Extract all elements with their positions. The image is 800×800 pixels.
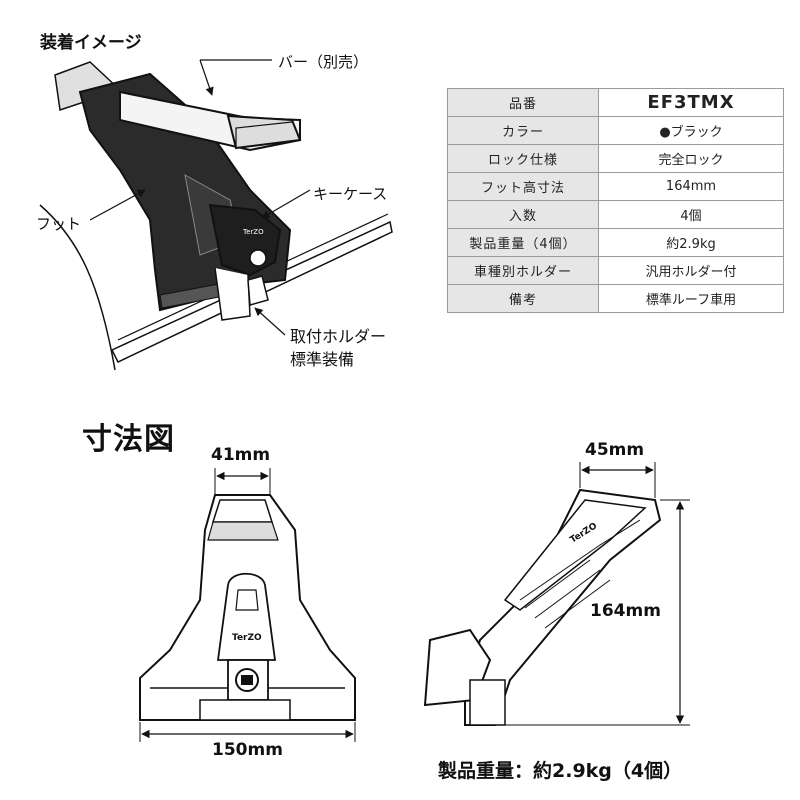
- spec-value: 164mm: [598, 172, 784, 201]
- side-top-width-label: 45mm: [585, 440, 645, 460]
- side-dimension-lines: [505, 462, 690, 726]
- spec-label: フット高寸法: [447, 172, 599, 201]
- key-case-callout: キーケース: [313, 185, 388, 203]
- bar-callout: バー（別売）: [278, 53, 369, 71]
- table-row: 製品重量（4個）約2.9kg: [447, 228, 784, 257]
- dimensions-title: 寸法図: [82, 422, 175, 457]
- roof-bar: [119, 90, 302, 152]
- holder-callout-line1: 取付ホルダー: [290, 327, 387, 346]
- table-row: ロック仕様完全ロック: [447, 144, 784, 173]
- spec-value: 汎用ホルダー付: [598, 256, 784, 285]
- spec-value: 標準ルーフ車用: [598, 284, 784, 313]
- spec-value: ●ブラック: [598, 116, 784, 145]
- spec-label: 備考: [447, 284, 599, 313]
- spec-label: 車種別ホルダー: [447, 256, 599, 285]
- spec-label: 製品重量（4個）: [447, 228, 599, 257]
- brand-logo-front: TerZO: [232, 633, 262, 643]
- holder-callout-line2: 標準装備: [290, 350, 355, 369]
- spec-label: 入数: [447, 200, 599, 229]
- front-dimension-lines: [139, 468, 356, 742]
- spec-value: EF3TMX: [598, 88, 784, 117]
- front-view-drawing: TerZO: [139, 494, 356, 721]
- installation-illustration: TerZO: [39, 59, 393, 371]
- key-case: TerZO: [208, 203, 282, 277]
- spec-label: ロック仕様: [447, 144, 599, 173]
- table-row: 備考標準ルーフ車用: [447, 284, 784, 313]
- table-row: 車種別ホルダー汎用ホルダー付: [447, 256, 784, 285]
- install-section-title: 装着イメージ: [40, 33, 142, 53]
- top-width-label: 41mm: [211, 445, 271, 465]
- table-row: カラー●ブラック: [447, 116, 784, 145]
- spec-value: 約2.9kg: [598, 228, 784, 257]
- weight-note: 製品重量：約2.9kg（4個）: [438, 760, 683, 782]
- brand-logo-small: TerZO: [242, 228, 264, 236]
- spec-value: 4個: [598, 200, 784, 229]
- holder-callout: 取付ホルダー 標準装備: [290, 325, 386, 371]
- spec-value: 完全ロック: [598, 144, 784, 173]
- base-width-label: 150mm: [212, 740, 283, 760]
- height-label: 164mm: [590, 601, 661, 621]
- foot-callout: フット: [36, 215, 82, 233]
- spec-label: 品番: [447, 88, 599, 117]
- spec-label: カラー: [447, 116, 599, 145]
